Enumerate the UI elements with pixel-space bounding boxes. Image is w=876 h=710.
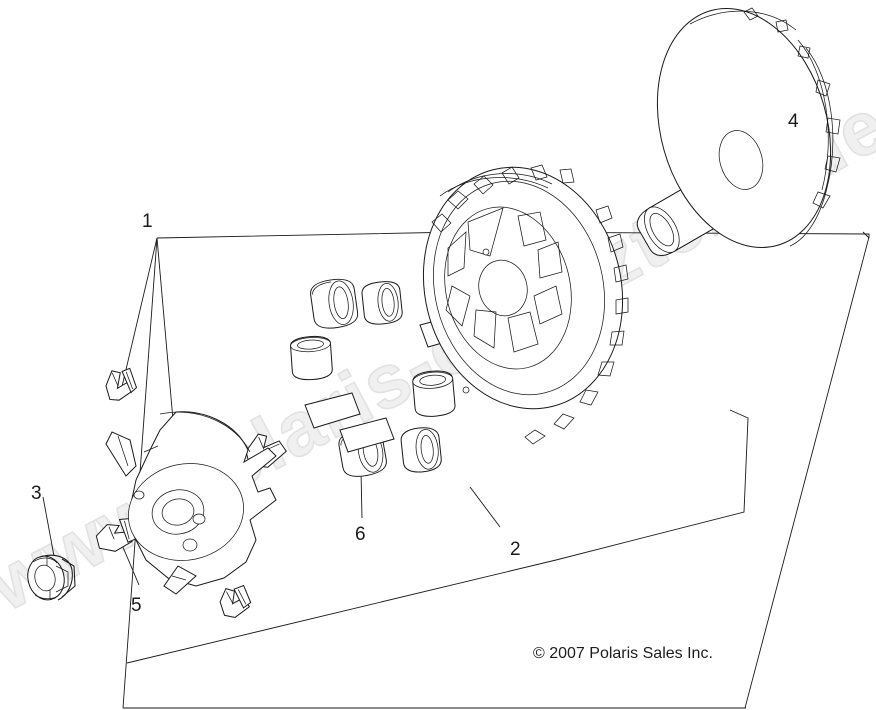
part-fixed-sheave-disc [656,7,841,248]
part-clutch-cover-sheave [422,164,629,445]
callout-4: 4 [788,111,799,132]
callout-1: 1 [142,211,153,232]
callout-3: 3 [31,483,42,504]
part-spider-weight-carrier [105,411,277,595]
part-retaining-nut [27,554,76,601]
callout-5: 5 [131,595,142,616]
copyright-notice: © 2007 Polaris Sales Inc. [533,645,713,662]
callout-6: 6 [355,524,366,545]
callout-2: 2 [510,539,521,560]
